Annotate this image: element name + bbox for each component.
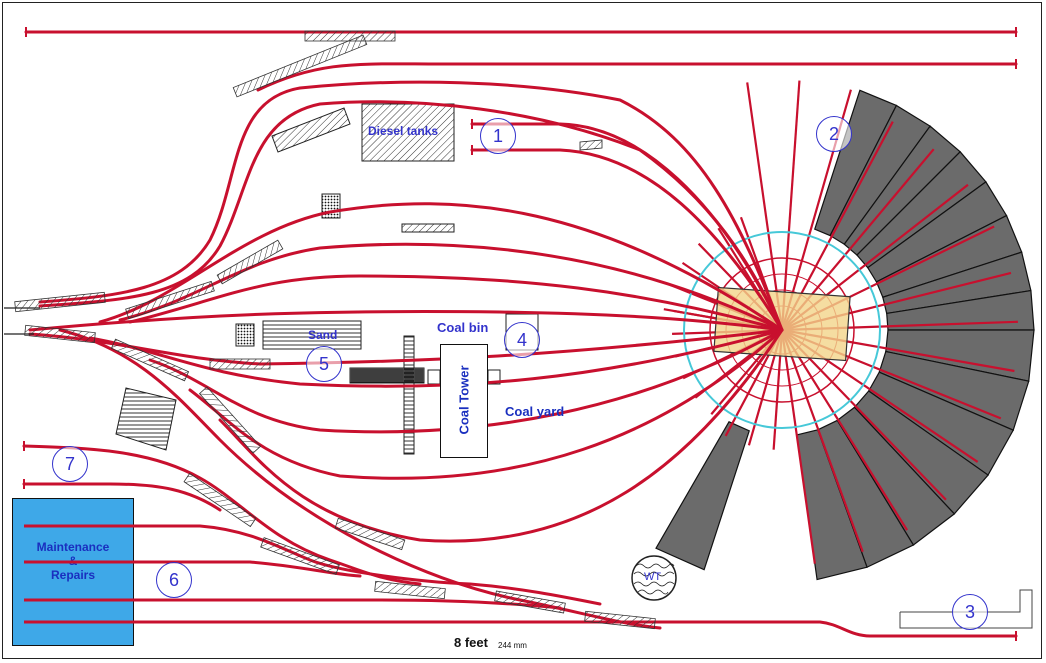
radial-track [780,329,864,553]
track-fan-3 [128,274,784,332]
track-diesel-1 [470,122,784,332]
track-top-2 [256,62,1018,92]
turnout [304,30,396,42]
turnouts [14,30,656,630]
ampersand-text: & [68,554,78,568]
turnout [125,280,215,320]
turnout [209,358,271,370]
turntable-bridge [713,286,851,362]
scale-length: 8 feet [454,635,488,650]
diesel-tanks-building [361,103,455,162]
small-platform-1 [579,139,603,151]
turnout [374,580,446,600]
coal-conveyor [403,335,415,455]
turnout [198,386,262,454]
marker-3: 3 [952,594,988,630]
maintenance-text: Maintenance [36,540,110,554]
turntable-outer-ring [683,231,881,429]
track-fan-1 [98,202,784,332]
track-maint-4 [22,620,1018,638]
marker-6: 6 [156,562,192,598]
track-maint-2 [22,560,362,578]
turnout [110,338,190,382]
turnout [494,590,566,614]
coal-yard-label: Coal yard [505,404,565,419]
track-lower-3 [148,328,784,434]
track-outer-loop [38,80,784,332]
sand-label: Sand [308,328,338,342]
radial-track [780,329,816,564]
turntable-pit [709,257,855,403]
water-tank-waves [633,563,675,595]
striped-platform [401,223,455,233]
track-lower-2 [88,328,784,388]
dotted-box-2 [235,323,255,347]
turnout [183,472,257,528]
coal-bin-label: Coal bin [437,320,489,335]
roundhouse-stalls [655,89,1035,581]
turnout [260,537,340,575]
marker-5: 5 [306,346,342,382]
shed-left-middle [115,387,177,451]
marker-1: 1 [480,118,516,154]
track-lower-5 [218,328,784,543]
marker-2: 2 [816,116,852,152]
turnout [14,291,106,313]
sand-building [262,320,362,350]
turnout [334,517,406,551]
track-maint-1 [22,524,602,606]
radial-track [781,329,908,531]
maintenance-label: Maintenance & Repairs [12,540,134,582]
shed-left-top [271,107,351,153]
track-fan-4 [28,310,784,332]
marker-4: 4 [504,322,540,358]
turnout [216,239,284,285]
coal-tower [440,344,488,458]
coal-tower-label: Coal Tower [456,365,472,435]
repairs-text: Repairs [50,568,96,582]
diesel-tanks-label: Diesel tanks [368,124,439,138]
scale-mm: 244 mm [498,641,527,650]
roundhouse-stall [655,421,750,571]
turnout [24,324,96,344]
radial-track [746,82,784,331]
track-left-2 [22,482,222,512]
track-diesel-2 [470,148,784,332]
marker-7: 7 [52,446,88,482]
turnout [584,610,656,630]
coal-tower-side-right [487,369,501,385]
platform-bottom-right [899,589,1033,629]
radial-track [780,80,801,331]
water-tank-label: WT [644,571,662,583]
water-tank [631,555,677,601]
